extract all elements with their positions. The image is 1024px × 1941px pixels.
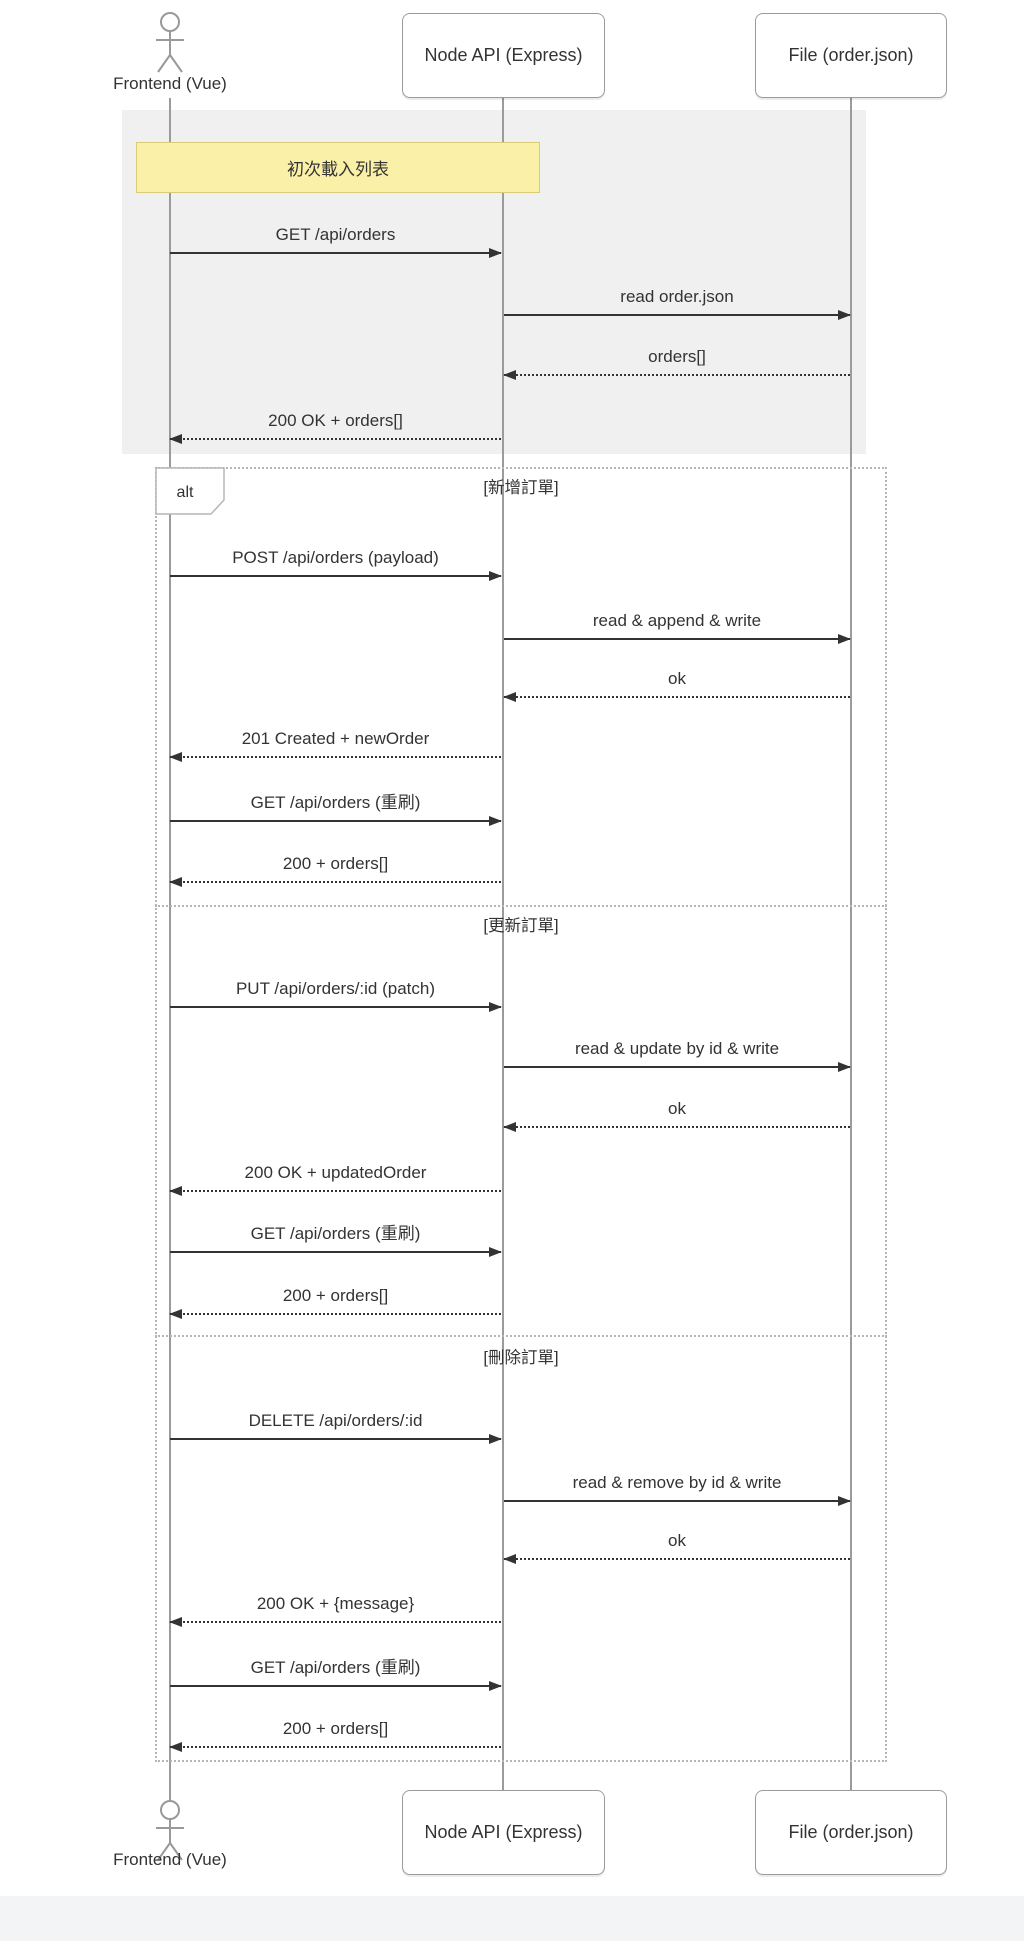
participant-frontend-label: Frontend (Vue)	[113, 1850, 227, 1869]
arrowhead-icon	[489, 248, 502, 258]
page-bottom-strip	[0, 1896, 1024, 1941]
message: 200 + orders[]	[169, 1714, 501, 1752]
lifeline-api	[502, 96, 504, 1792]
message: read & remove by id & write	[504, 1468, 851, 1506]
arrowhead-icon	[489, 571, 502, 581]
message: 200 OK + updatedOrder	[169, 1158, 501, 1196]
alt-branch-label: [新增訂單]	[483, 479, 559, 497]
lifeline-file	[850, 96, 852, 1792]
arrowhead-icon	[169, 434, 182, 444]
message: 200 OK + orders[]	[169, 406, 501, 444]
arrowhead-icon	[169, 1186, 182, 1196]
arrowhead-icon	[838, 310, 851, 320]
participant-api-box: Node API (Express)	[402, 13, 605, 98]
message: read & append & write	[504, 606, 851, 644]
participant-api-label: Node API (Express)	[424, 45, 583, 65]
message: POST /api/orders (payload)	[170, 543, 502, 581]
participant-api-box: Node API (Express)	[402, 1790, 605, 1875]
arrowhead-icon	[489, 1002, 502, 1012]
note-text: 初次載入列表	[287, 160, 389, 179]
actor-icon	[156, 1800, 184, 1861]
arrowhead-icon	[169, 1742, 182, 1752]
arrowhead-icon	[838, 1496, 851, 1506]
message: GET /api/orders (重刷)	[170, 788, 502, 826]
message: DELETE /api/orders/:id	[170, 1406, 502, 1444]
message: 200 + orders[]	[169, 1281, 501, 1319]
message: read & update by id & write	[504, 1034, 851, 1072]
participant-frontend-label: Frontend (Vue)	[113, 74, 227, 93]
alt-operator-text: alt	[177, 484, 194, 501]
participant-file-box: File (order.json)	[755, 1790, 947, 1875]
message: 200 + orders[]	[169, 849, 501, 887]
arrowhead-icon	[489, 1681, 502, 1691]
message: GET /api/orders	[170, 220, 502, 258]
message: PUT /api/orders/:id (patch)	[170, 974, 502, 1012]
participant-api-label: Node API (Express)	[424, 1822, 583, 1842]
message: ok	[503, 1526, 850, 1564]
message: ok	[503, 664, 850, 702]
message: 201 Created + newOrder	[169, 724, 501, 762]
participant-file-box: File (order.json)	[755, 13, 947, 98]
participant-file-label: File (order.json)	[788, 45, 914, 65]
arrowhead-icon	[489, 1434, 502, 1444]
message: 200 OK + {message}	[169, 1589, 501, 1627]
lifeline-frontend	[169, 98, 171, 1800]
arrowhead-icon	[169, 1309, 182, 1319]
arrowhead-icon	[838, 1062, 851, 1072]
alt-operator-label: alt	[155, 467, 225, 515]
alt-branch-label: [刪除訂單]	[483, 1349, 559, 1367]
arrowhead-icon	[503, 692, 516, 702]
arrowhead-icon	[169, 877, 182, 887]
arrowhead-icon	[169, 1617, 182, 1627]
note-initial-load: 初次載入列表	[136, 142, 540, 193]
arrowhead-icon	[503, 1122, 516, 1132]
actor-icon	[156, 12, 184, 73]
message: read order.json	[504, 282, 851, 320]
arrowhead-icon	[489, 1247, 502, 1257]
message: ok	[503, 1094, 850, 1132]
alt-frame	[155, 467, 887, 1762]
alt-branch-label: [更新訂單]	[483, 917, 559, 935]
alt-divider	[155, 1335, 887, 1337]
alt-divider	[155, 905, 887, 907]
message: GET /api/orders (重刷)	[170, 1219, 502, 1257]
arrowhead-icon	[503, 1554, 516, 1564]
arrowhead-icon	[169, 752, 182, 762]
message: GET /api/orders (重刷)	[170, 1653, 502, 1691]
message: orders[]	[503, 342, 850, 380]
arrowhead-icon	[503, 370, 516, 380]
participant-file-label: File (order.json)	[788, 1822, 914, 1842]
arrowhead-icon	[838, 634, 851, 644]
arrowhead-icon	[489, 816, 502, 826]
